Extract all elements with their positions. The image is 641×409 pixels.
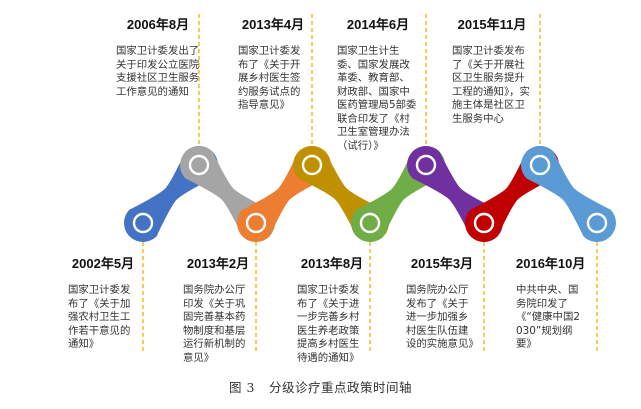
event-2015-11: 2015年11月 国家卫计委发布了《关于开展社区卫生服务提升工程的通知》，实施主… — [452, 14, 532, 126]
event-date: 2015年11月 — [457, 17, 527, 32]
event-date: 2002年5月 — [71, 256, 135, 271]
timeline-segment — [521, 146, 616, 242]
event-2002-05: 2002年5月 国家卫计委发布了《关于加强农村卫生工作若干意见的通知》 — [68, 253, 138, 352]
event-date: 2013年8月 — [300, 256, 364, 271]
event-2006-08: 2006年8月 国家卫计委发出了关于印发公立医院支援社区卫生服务工作意见的通知 — [116, 14, 200, 99]
event-2013-04: 2013年4月 国家卫计委发布了《关于开展乡村医生签约服务试点的指导意见》 — [238, 14, 308, 113]
node-icon — [359, 212, 381, 234]
event-description: 国家卫生计生委、国家发展改革委、教育部、财政部、国家中医药管理局5部委联合印发了… — [337, 45, 417, 152]
event-2014-06: 2014年6月 国家卫生计生委、国家发展改革委、教育部、财政部、国家中医药管理局… — [337, 14, 419, 153]
event-2015-03: 2015年3月 国务院办公厅发布了《关于进一步加强乡村医生队伍建设的实施意见》 — [406, 253, 479, 352]
node-icon — [529, 154, 551, 176]
node-icon — [132, 212, 154, 234]
event-description: 国家卫计委发布了《关于开展社区卫生服务提升工程的通知》，实施主体是社区卫生服务中… — [452, 45, 530, 125]
event-date: 2016年10月 — [516, 256, 586, 271]
event-date: 2015年3月 — [410, 256, 474, 271]
event-date: 2013年2月 — [186, 256, 250, 271]
figure-caption: 图 3 分级诊疗重点政策时间轴 — [0, 377, 641, 396]
event-date: 2013年4月 — [241, 17, 305, 32]
event-date: 2014年6月 — [346, 17, 410, 32]
event-description: 国家卫计委发布了《关于进一步完善乡村医生养老政策提高乡村医生待遇的通知》 — [297, 284, 360, 364]
node-rings — [132, 154, 608, 234]
event-description: 国家卫计委发出了关于印发公立医院支援社区卫生服务工作意见的通知 — [116, 45, 200, 98]
node-icon — [586, 212, 608, 234]
node-icon — [473, 212, 495, 234]
node-icon — [188, 154, 210, 176]
figure-title: 分级诊疗重点政策时间轴 — [268, 380, 412, 395]
node-icon — [415, 154, 437, 176]
event-description: 国家卫计委发布了《关于开展乡村医生签约服务试点的指导意见》 — [238, 45, 301, 111]
event-date: 2006年8月 — [126, 17, 190, 32]
node-icon — [301, 154, 323, 176]
figure-number: 图 3 — [229, 380, 255, 395]
node-icon — [245, 212, 267, 234]
dashed-connectors — [142, 14, 598, 352]
event-2013-08: 2013年8月 国家卫计委发布了《关于进一步完善乡村医生养老政策提高乡村医生待遇… — [297, 253, 367, 365]
event-description: 国务院办公厅印发《关于巩固完善基本药物制度和基层运行新机制的意见》 — [183, 284, 246, 364]
event-2013-02: 2013年2月 国务院办公厅印发《关于巩固完善基本药物制度和基层运行新机制的意见… — [183, 253, 253, 365]
event-description: 国家卫计委发布了《关于加强农村卫生工作若干意见的通知》 — [68, 284, 131, 350]
event-2016-10: 2016年10月 中共中央、国务院印发了《“健康中国2030”规划纲要》 — [516, 253, 586, 352]
event-description: 中共中央、国务院印发了《“健康中国2030”规划纲要》 — [516, 284, 580, 350]
event-description: 国务院办公厅发布了《关于进一步加强乡村医生队伍建设的实施意见》 — [406, 284, 479, 350]
